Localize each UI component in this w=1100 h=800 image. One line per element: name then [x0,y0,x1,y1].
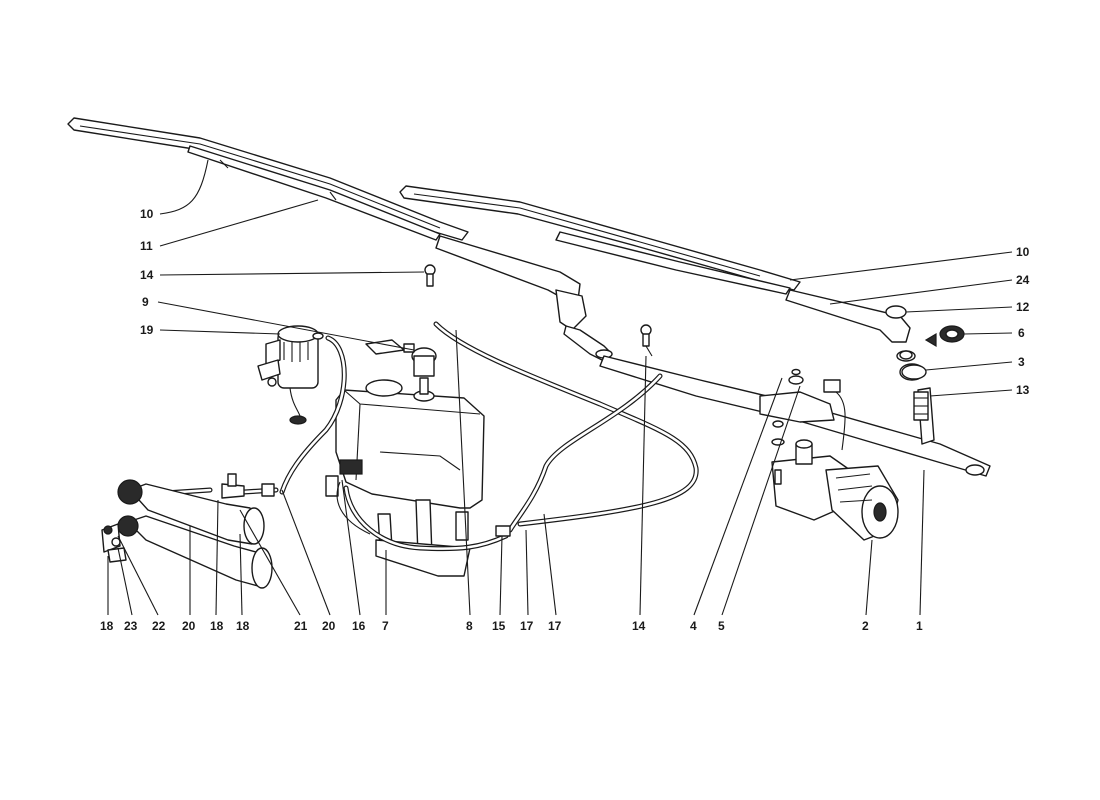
washer-reservoir [335,339,485,509]
callout-numbers: 10 11 14 9 19 10 24 12 6 3 13 18 23 22 2… [100,207,1030,633]
callout-23: 23 [124,619,138,633]
callout-17: 17 [520,619,534,633]
callout-12: 12 [1016,300,1030,314]
horn-upper [117,479,265,545]
connector-16 [325,459,371,535]
bushing-3 [901,364,927,380]
t-connector-21 [221,473,275,499]
motor-fasteners [771,368,804,485]
horn-bracket [101,523,127,563]
callout-2: 2 [862,619,869,633]
washer-pump-19 [257,325,324,425]
callout-7: 7 [382,619,389,633]
callout-18: 18 [100,619,114,633]
callout-5: 5 [718,619,725,633]
callout-21: 21 [294,619,308,633]
callout-8: 8 [466,619,473,633]
callout-1: 1 [916,619,923,633]
callout-14: 14 [140,268,154,282]
callout-20: 20 [182,619,196,633]
nut-12 [885,305,907,319]
callout-3: 3 [1018,355,1025,369]
callout-24: 24 [1016,273,1030,287]
callout-13: 13 [1016,383,1030,397]
callout-22: 22 [152,619,166,633]
callout-10: 10 [1016,245,1030,259]
washer-jet-14-right [640,324,653,357]
callout-19: 19 [140,323,154,337]
cap-6 [924,325,965,348]
callout-10: 10 [140,207,154,221]
callout-18: 18 [210,619,224,633]
wiper-motor [771,379,899,541]
callout-15: 15 [492,619,506,633]
callout-6: 6 [1018,326,1025,340]
reservoir-bracket-7 [375,499,471,577]
right-wiper-blade [399,185,801,295]
callout-11: 11 [140,239,153,253]
callout-16: 16 [352,619,366,633]
callout-14: 14 [632,619,646,633]
spindle-13 [913,391,929,421]
washer-jet-14-left [424,264,436,287]
left-wiper-blade [67,117,469,241]
callout-9: 9 [142,295,149,309]
callout-17: 17 [548,619,562,633]
wiper-linkage [599,350,991,477]
left-wiper-arm [435,235,613,361]
right-wiper-arm [785,289,916,362]
callout-4: 4 [690,619,697,633]
callout-18: 18 [236,619,250,633]
callout-20: 20 [322,619,336,633]
leader-lines [107,159,1013,616]
